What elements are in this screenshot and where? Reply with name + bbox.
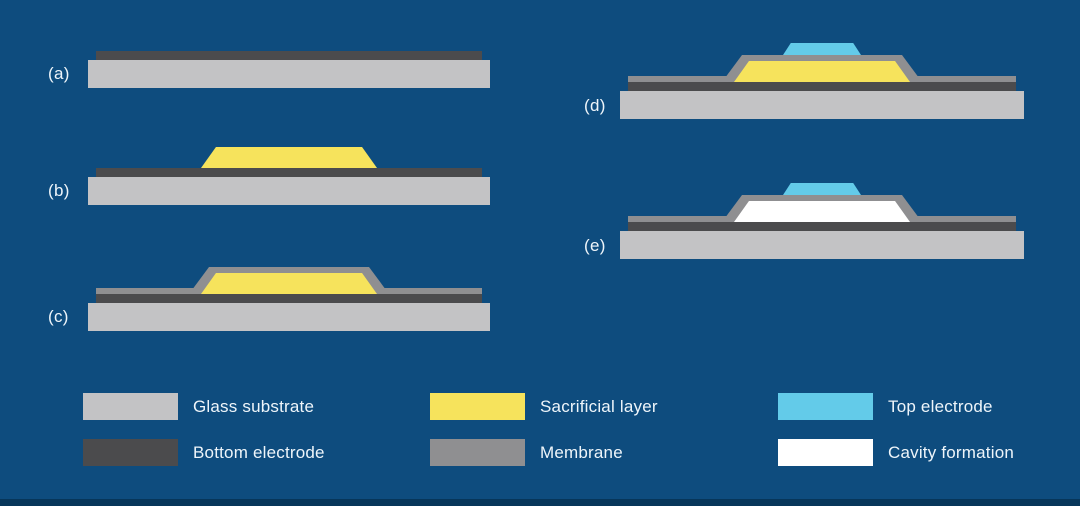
sacrificial-layer [734,61,910,82]
glass-substrate-swatch [83,393,178,420]
sacrificial-layer [201,147,377,168]
legend-label-membrane: Membrane [540,442,623,462]
step-d-diagram [620,43,1024,119]
cavity-layer [734,201,910,222]
legend-label-glass-substrate: Glass substrate [193,396,315,416]
step-c-label: (c) [48,307,69,326]
top-electrode-layer [783,43,861,55]
glass-substrate-layer [620,91,1024,119]
step-e-label: (e) [584,236,606,255]
glass-substrate-layer [88,303,490,331]
glass-substrate-layer [620,231,1024,259]
legend-item-top-electrode: Top electrode [778,393,993,420]
bottom-electrode-layer [96,168,482,177]
step-a-label: (a) [48,64,70,83]
bottom-electrode-layer [628,82,1016,91]
legend-label-bottom-electrode: Bottom electrode [193,442,325,462]
top-electrode-layer [783,183,861,195]
bottom-electrode-layer [96,51,482,60]
top-electrode-swatch [778,393,873,420]
bottom-electrode-swatch [83,439,178,466]
legend-item-glass-substrate: Glass substrate [83,393,314,420]
bottom-border [0,499,1080,506]
legend-item-membrane: Membrane [430,439,623,466]
legend-label-sacrificial-layer: Sacrificial layer [540,396,658,416]
legend-label-top-electrode: Top electrode [888,396,993,416]
sacrificial-layer-swatch [430,393,525,420]
legend-label-cavity-formation: Cavity formation [888,442,1015,462]
bottom-electrode-layer [96,294,482,303]
step-d-label: (d) [584,96,606,115]
sacrificial-layer [201,273,377,294]
membrane-swatch [430,439,525,466]
bottom-electrode-layer [628,222,1016,231]
step-b-label: (b) [48,181,70,200]
glass-substrate-layer [88,60,490,88]
step-b-diagram [88,147,490,205]
glass-substrate-layer [88,177,490,205]
legend-item-sacrificial-layer: Sacrificial layer [430,393,658,420]
legend-item-bottom-electrode: Bottom electrode [83,439,325,466]
step-a-diagram [88,51,490,88]
step-c-diagram [88,267,490,331]
cavity-formation-swatch [778,439,873,466]
step-e-diagram [620,183,1024,259]
legend-item-cavity-formation: Cavity formation [778,439,1014,466]
